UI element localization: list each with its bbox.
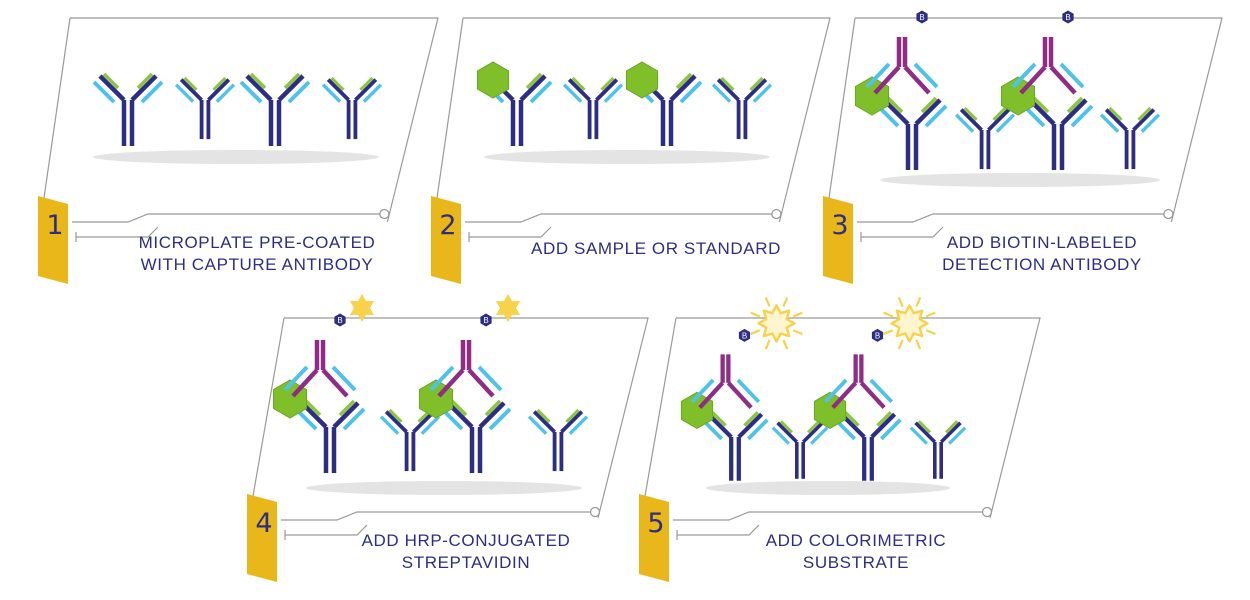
caption-bracket [860, 226, 944, 242]
detection-antibody [823, 354, 894, 409]
caption-bracket [676, 524, 760, 540]
panel-frame [284, 317, 649, 519]
step-caption-line: ADD BIOTIN-LABELED [947, 233, 1137, 252]
hrp-star [495, 294, 521, 322]
connector-end-circle [379, 208, 390, 220]
connector-line [857, 213, 1165, 223]
biotin-text: B [919, 13, 924, 22]
detection-antibody [1011, 37, 1085, 95]
capture-antibody [174, 76, 236, 140]
detection-antibody [865, 37, 939, 95]
caption-bracket [75, 226, 159, 242]
step-number-tab [431, 196, 461, 284]
step-caption-line: STREPTAVIDIN [402, 553, 530, 572]
panel-frame-left [43, 17, 71, 199]
capture-antibody [711, 76, 773, 140]
plate-shadow [706, 481, 950, 495]
step-number-tab [247, 494, 277, 582]
antigen-hexagon [625, 61, 659, 99]
step-caption-line: ADD COLORIMETRIC [766, 531, 947, 550]
step-number-tab [38, 196, 68, 284]
connector-line [72, 213, 381, 223]
step-number: 1 [46, 210, 63, 241]
panel-frame-left [436, 17, 464, 199]
biotin-text: B [337, 316, 342, 325]
step-number-tab [823, 196, 853, 284]
panel-frame-left [828, 17, 856, 199]
capture-antibody [527, 408, 589, 472]
hrp-star [349, 294, 375, 322]
biotin-label [738, 328, 751, 342]
capture-antibody [876, 96, 948, 170]
connector-end-circle [981, 506, 993, 518]
plate-shadow [484, 150, 770, 164]
step-number: 2 [439, 210, 456, 241]
step-caption-line: MICROPLATE PRE-COATED [139, 233, 376, 252]
connector-line [673, 511, 983, 521]
biotin-text: B [875, 331, 880, 340]
capture-antibody [294, 399, 366, 473]
panel-frame [70, 17, 439, 223]
capture-antibody [834, 411, 902, 481]
capture-antibody [909, 420, 967, 479]
biotin-text: B [483, 316, 488, 325]
connector-line [281, 511, 591, 521]
capture-antibody [440, 399, 512, 473]
capture-antibody [321, 76, 383, 140]
panel-frame [463, 17, 831, 223]
substrate-burst [750, 297, 803, 350]
biotin-label [871, 328, 884, 342]
biotin-label [1062, 10, 1074, 24]
detection-antibody [429, 340, 503, 398]
step-caption-line: SUBSTRATE [803, 553, 909, 572]
caption-bracket [284, 524, 368, 540]
capture-antibody [379, 408, 441, 472]
capture-antibody [1099, 106, 1161, 170]
step-number-tab [639, 494, 669, 582]
connector-end-circle [589, 506, 601, 518]
step-number: 5 [647, 508, 664, 539]
step-number: 3 [831, 210, 848, 241]
plate-shadow [306, 481, 582, 495]
capture-antibody [562, 76, 624, 140]
capture-antibody [954, 106, 1016, 170]
plate-shadow [93, 150, 379, 164]
panel-frame [855, 17, 1223, 223]
panel-frame [676, 317, 1041, 519]
panel-frame-left [644, 317, 677, 497]
caption-bracket [468, 226, 552, 242]
panel-frame-left [252, 317, 285, 497]
biotin-label [916, 10, 928, 24]
capture-antibody [771, 420, 829, 479]
biotin-text: B [742, 331, 747, 340]
capture-antibody [92, 72, 164, 146]
plate-shadow [880, 173, 1160, 187]
detection-antibody [283, 340, 357, 398]
step-caption-line: DETECTION ANTIBODY [942, 255, 1142, 274]
capture-antibody [701, 411, 769, 481]
capture-antibody [239, 72, 311, 146]
connector-line [465, 213, 773, 223]
connector-end-circle [1163, 208, 1174, 220]
step-caption-line: ADD HRP-CONJUGATED [362, 531, 571, 550]
biotin-label [480, 313, 492, 327]
connector-end-circle [771, 208, 782, 220]
substrate-burst [883, 297, 936, 350]
step-number: 4 [255, 508, 272, 539]
step-caption-line: WITH CAPTURE ANTIBODY [141, 255, 374, 274]
detection-antibody [690, 354, 761, 409]
biotin-label [334, 313, 346, 327]
antigen-hexagon [476, 61, 510, 99]
biotin-text: B [1065, 13, 1070, 22]
capture-antibody [1022, 96, 1094, 170]
step-caption-line: ADD SAMPLE OR STANDARD [531, 239, 781, 258]
